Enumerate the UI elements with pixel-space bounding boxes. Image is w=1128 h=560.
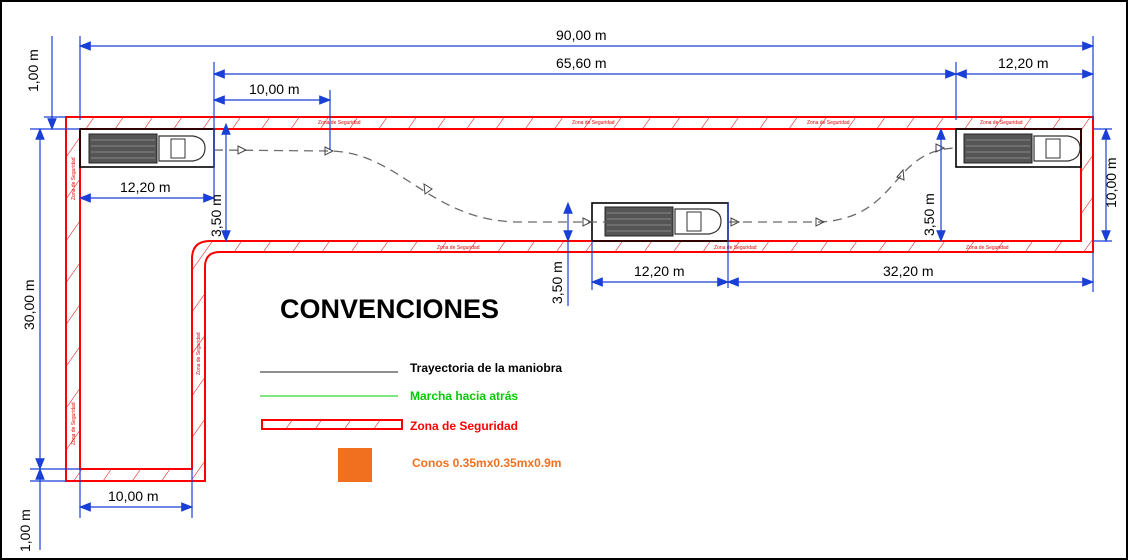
safety-zone: Zona de Seguridad Zona de Seguridad Zona… [65,116,1094,482]
safety-zone-swatch [261,419,403,430]
dim-lane-width-left: 3,50 m [208,194,224,237]
dim-top-margin: 1,00 m [25,49,41,92]
legend-cone-label: Conos 0.35mx0.35mx0.9m [412,456,561,470]
right-bay [955,128,1082,168]
legend-reverse-label: Marcha hacia atrás [410,389,518,403]
zone-label: Zona de Seguridad [437,245,480,251]
legend: CONVENCIONES Trayectoria de la maniobra … [260,294,562,482]
zone-label: Zona de Seguridad [714,245,757,251]
legend-title: CONVENCIONES [280,294,499,324]
truck-icon [604,206,722,237]
zone-label: Zona de Seguridad [980,120,1023,126]
dim-total-length: 90,00 m [556,27,607,43]
zone-label: Zona de Seguridad [71,402,77,445]
maneuver-path [213,147,957,223]
dim-outer-width: 10,00 m [1103,157,1119,208]
zone-label: Zona de Seguridad [318,120,361,126]
truck-icon [88,133,206,164]
zone-label: Zona de Seguridad [71,157,77,200]
dimension-lines [30,36,1112,550]
dim-bottom-margin: 1,00 m [17,509,33,552]
dim-bottom-width: 10,00 m [108,488,159,504]
dim-height-total: 30,00 m [21,279,37,330]
dim-lane-width-right: 3,50 m [921,193,937,236]
cone-icon [338,448,372,482]
dim-offset-top: 10,00 m [249,81,300,97]
zone-label: Zona de Seguridad [966,245,1009,251]
dim-right-bay: 12,20 m [998,55,1049,71]
dim-right-span: 32,20 m [883,263,934,279]
dim-inner-length: 65,60 m [556,55,607,71]
zone-label: Zona de Seguridad [196,332,202,375]
dim-lane-width-middle: 3,50 m [549,261,565,304]
legend-trajectory-label: Trayectoria de la maniobra [410,361,562,375]
dim-left-bay: 12,20 m [120,179,171,195]
zone-label: Zona de Seguridad [807,120,850,126]
truck-icon [963,133,1081,164]
legend-safety-label: Zona de Seguridad [410,419,518,433]
dim-middle-bay: 12,20 m [634,263,685,279]
zone-label: Zona de Seguridad [572,120,615,126]
